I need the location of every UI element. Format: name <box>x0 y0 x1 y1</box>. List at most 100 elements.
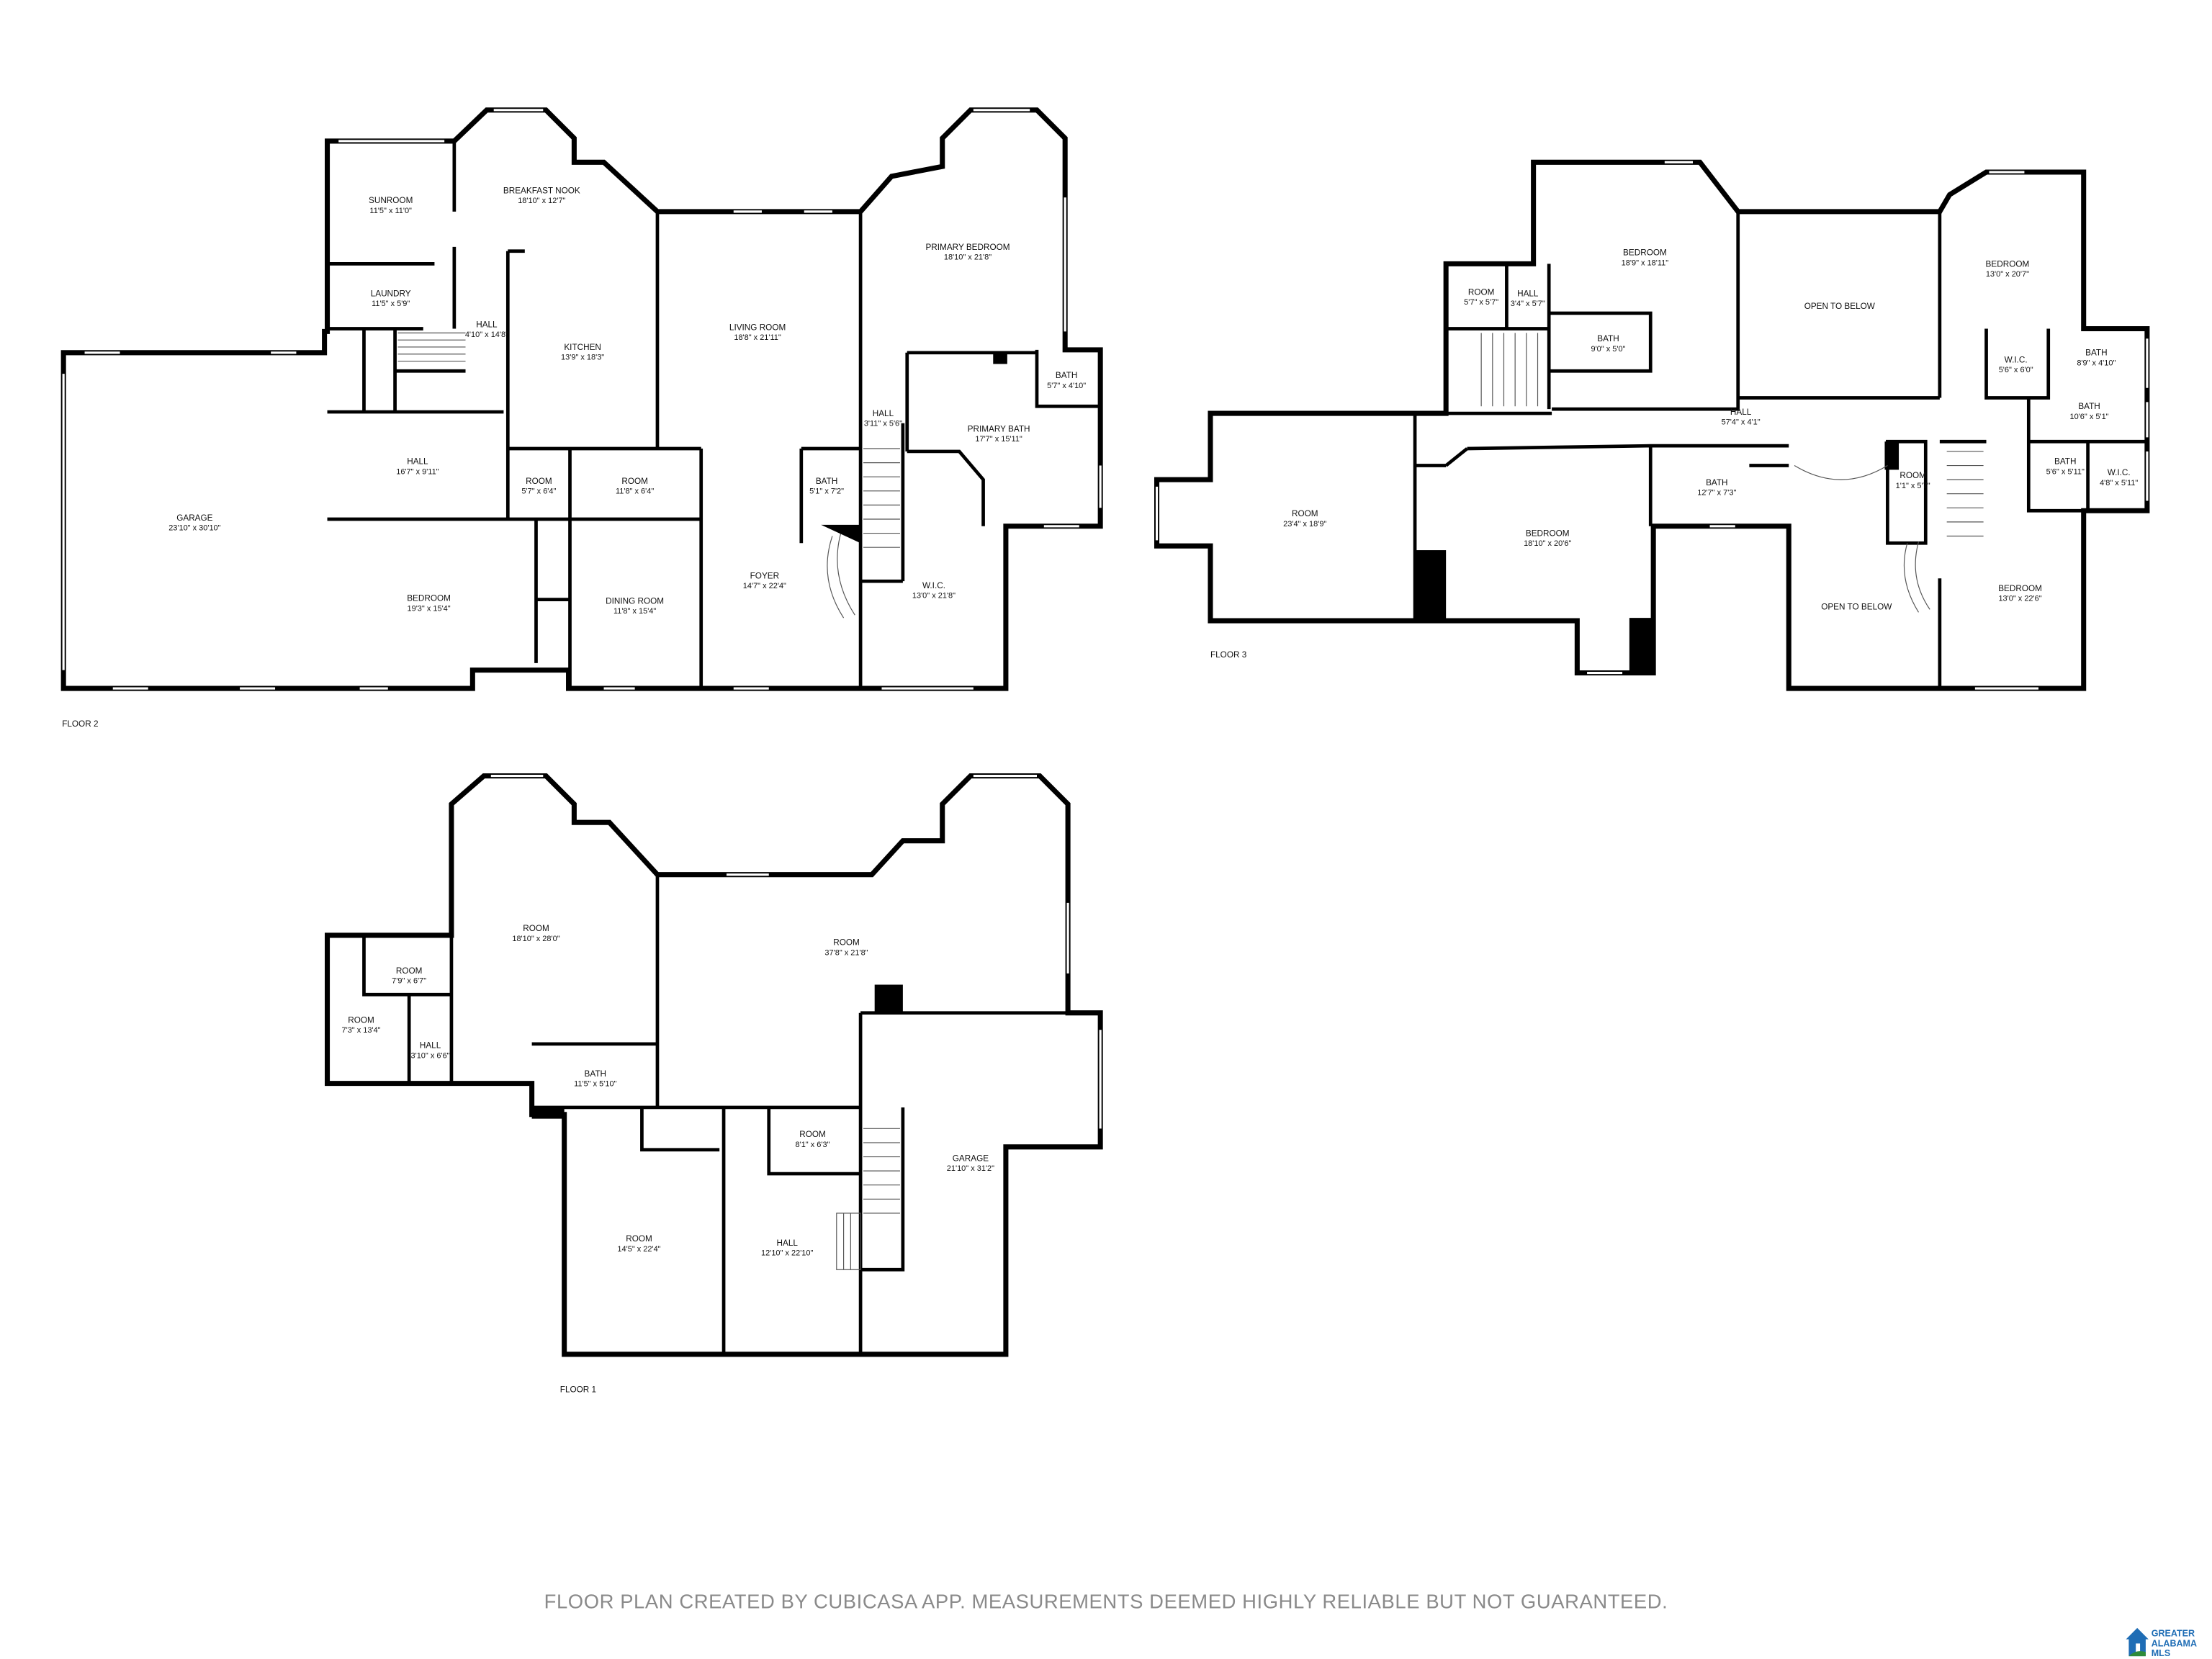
room-label: BATH <box>816 477 837 486</box>
room-label: HALL <box>777 1238 799 1248</box>
room-dims: 13'9" x 18'3" <box>561 354 604 362</box>
room-label: W.I.C. <box>2005 356 2028 365</box>
room-dims: 9'0" x 5'0" <box>1591 345 1625 354</box>
room-dims: 4'8" x 5'11" <box>2100 479 2138 487</box>
room-label: LAUNDRY <box>371 289 411 298</box>
room-label: ROOM <box>348 1015 374 1025</box>
room-label: BATH <box>2078 402 2100 411</box>
floor-3-outer-wall <box>1154 159 2150 691</box>
room-dims: 4'10" x 14'8" <box>465 331 508 339</box>
room-label: HALL <box>476 320 498 330</box>
room-label: ROOM <box>523 924 549 933</box>
room-label: BATH <box>2085 349 2107 358</box>
room-dims: 17'7" x 15'11" <box>975 435 1022 444</box>
room-label: ROOM <box>626 1234 652 1244</box>
room-dims: 12'10" x 22'10" <box>761 1249 813 1258</box>
room-label: OPEN TO BELOW <box>1821 602 1892 611</box>
room-label: BATH <box>1056 371 1077 380</box>
floor-1-outer-wall <box>325 773 1103 1357</box>
room-label: BATH <box>585 1069 606 1079</box>
room-dims: 18'10" x 28'0" <box>512 935 559 943</box>
room-dims: 8'1" x 6'3" <box>796 1141 830 1149</box>
room-dims: 11'5" x 5'10" <box>574 1080 616 1089</box>
room-label: BREAKFAST NOOK <box>503 186 580 195</box>
floor-1-plan: ROOM 18'10" x 28'0" ROOM 37'8" x 21'8" R… <box>325 773 1103 1395</box>
floor-1-label: FLOOR 1 <box>560 1385 596 1395</box>
room-dims: 13'0" x 22'6" <box>1998 595 2041 603</box>
floor-2-labels: GARAGE 23'10" x 30'10" SUNROOM 11'5" x 1… <box>168 186 1086 616</box>
room-dims: 16'7" x 9'11" <box>396 467 439 476</box>
room-label: GARAGE <box>953 1154 989 1163</box>
room-label: HALL <box>407 457 428 467</box>
room-dims: 11'5" x 5'9" <box>372 300 410 308</box>
room-dims: 13'0" x 21'8" <box>912 592 956 601</box>
greater-alabama-mls-logo: GREATER ALABAMA MLS <box>2126 1627 2197 1658</box>
room-label: ROOM <box>1468 287 1495 297</box>
room-label: BEDROOM <box>407 594 451 603</box>
room-dims: 14'5" x 22'4" <box>617 1245 660 1254</box>
room-label: BEDROOM <box>1986 259 2030 269</box>
room-label: OPEN TO BELOW <box>1804 302 1876 311</box>
logo-text: GREATER <box>2152 1629 2195 1639</box>
floor-3-plan: BEDROOM 18'9" x 18'11" OPEN TO BELOW BED… <box>1154 159 2150 691</box>
room-label: DINING ROOM <box>606 597 664 606</box>
room-dims: 5'6" x 6'0" <box>1999 366 2033 374</box>
room-dims: 3'4" x 5'7" <box>1511 300 1545 308</box>
room-dims: 10'6" x 5'1" <box>2070 413 2109 421</box>
room-label: ROOM <box>1899 471 1926 480</box>
room-dims: 5'7" x 5'7" <box>1464 298 1498 307</box>
room-dims: 18'10" x 12'7" <box>518 197 565 205</box>
floor-1-labels: ROOM 18'10" x 28'0" ROOM 37'8" x 21'8" R… <box>342 924 995 1258</box>
room-dims: 23'4" x 18'9" <box>1283 520 1326 529</box>
room-label: ROOM <box>526 477 552 486</box>
room-label: HALL <box>1517 289 1539 298</box>
room-label: BEDROOM <box>1998 584 2042 593</box>
room-dims: 5'7" x 6'4" <box>521 487 556 496</box>
logo-text: ALABAMA <box>2152 1638 2197 1648</box>
floor-3-chase <box>1415 550 1447 621</box>
floor-1-stairs <box>836 1128 900 1270</box>
room-dims: 5'7" x 4'10" <box>1047 382 1086 390</box>
room-label: HALL <box>420 1041 441 1051</box>
floor-1-chimney <box>874 984 903 1013</box>
room-dims: 3'10" x 6'6" <box>411 1051 450 1060</box>
floor-3-windows <box>1155 161 2149 690</box>
room-dims: 11'8" x 15'4" <box>613 607 656 616</box>
room-label: BATH <box>1706 478 1727 487</box>
room-label: ROOM <box>621 477 648 486</box>
room-dims: 23'10" x 30'10" <box>168 524 220 533</box>
room-label: PRIMARY BATH <box>968 425 1030 434</box>
room-dims: 3'11" x 5'6" <box>864 420 902 428</box>
room-label: BEDROOM <box>1623 248 1667 258</box>
floor-2-label: FLOOR 2 <box>62 719 98 729</box>
room-dims: 37'8" x 21'8" <box>824 948 868 957</box>
room-label: ROOM <box>396 966 423 976</box>
floor-2-windows <box>62 109 1102 690</box>
room-dims: 18'8" x 21'11" <box>734 333 781 342</box>
room-label: ROOM <box>833 938 860 948</box>
room-dims: 8'9" x 4'10" <box>2077 359 2116 367</box>
room-label: W.I.C. <box>2108 468 2131 477</box>
room-label: BATH <box>1597 334 1619 343</box>
room-label: ROOM <box>799 1130 826 1139</box>
floor-1-chase <box>531 1107 565 1119</box>
room-label: HALL <box>873 409 894 418</box>
room-dims: 7'3" x 13'4" <box>342 1026 381 1035</box>
room-dims: 5'1" x 7'2" <box>809 487 844 496</box>
room-label: ROOM <box>1292 509 1318 518</box>
room-label: FOYER <box>750 571 779 580</box>
disclaimer-text: FLOOR PLAN CREATED BY CUBICASA APP. MEAS… <box>544 1590 1668 1612</box>
room-dims: 12'7" x 7'3" <box>1697 489 1736 498</box>
room-label: PRIMARY BEDROOM <box>925 243 1010 252</box>
room-label: BEDROOM <box>1526 529 1570 538</box>
floor-3-stairs <box>1480 333 1984 613</box>
room-dims: 5'6" x 5'11" <box>2046 467 2085 476</box>
room-label: BATH <box>2054 457 2076 467</box>
floor-2-outer-wall <box>60 107 1103 691</box>
floor-2-stair-landing-fill <box>821 524 861 544</box>
floor-3-labels: BEDROOM 18'9" x 18'11" OPEN TO BELOW BED… <box>1283 248 2138 612</box>
room-dims: 7'9" x 6'7" <box>392 977 426 986</box>
room-dims: 19'3" x 15'4" <box>408 604 451 613</box>
room-dims: 57'4" x 4'1" <box>1722 418 1761 427</box>
